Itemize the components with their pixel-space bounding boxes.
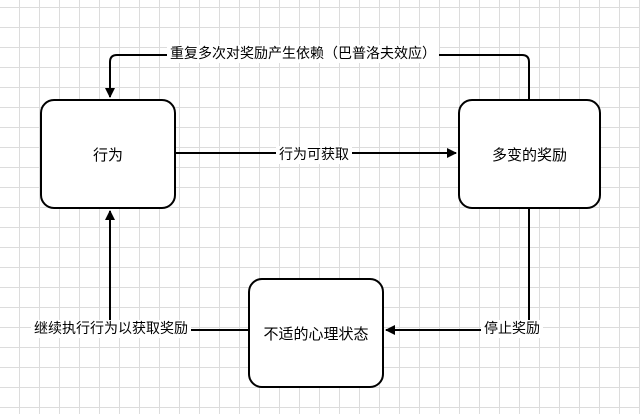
node-variable-reward[interactable]: 多变的奖励 — [458, 99, 601, 209]
edge-label-state-to-behavior: 继续执行行为以获取奖励 — [31, 320, 191, 338]
node-uncomfortable-state[interactable]: 不适的心理状态 — [248, 278, 384, 388]
edge-label-reward-to-state: 停止奖励 — [481, 320, 543, 338]
edge-label-reward-to-behavior: 重复多次对奖励产生依赖（巴普洛夫效应） — [167, 45, 439, 63]
node-behavior-label: 行为 — [92, 145, 123, 164]
node-behavior[interactable]: 行为 — [40, 99, 176, 209]
edge-state-to-behavior — [105, 210, 248, 331]
node-uncomfortable-state-label: 不适的心理状态 — [263, 324, 369, 343]
edge-reward-to-state — [385, 209, 530, 335]
edge-label-behavior-to-reward: 行为可获取 — [276, 146, 352, 164]
node-variable-reward-label: 多变的奖励 — [491, 145, 567, 164]
